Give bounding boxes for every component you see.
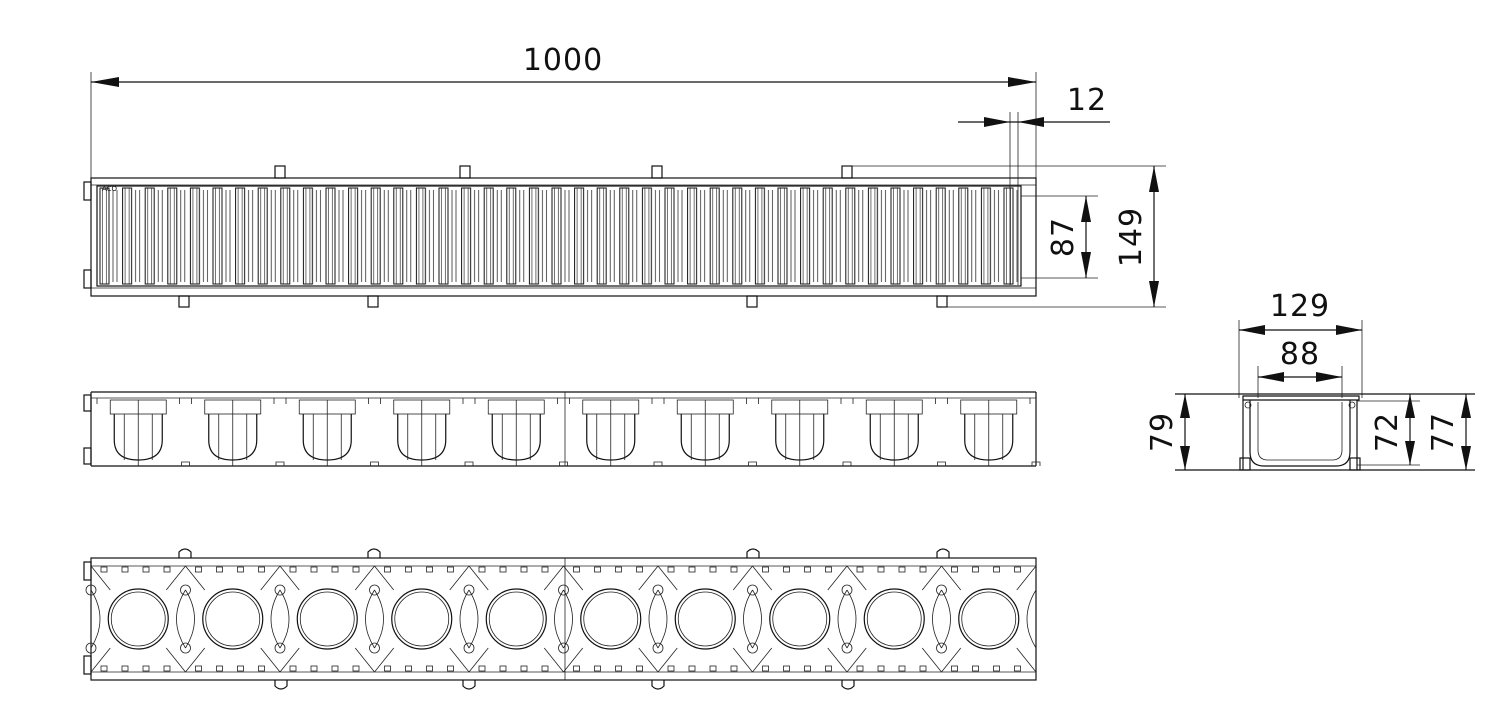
side-modules: [96, 398, 1041, 466]
dim-section-height-inner: 72: [1370, 412, 1405, 452]
top-view: ACO: [83, 72, 1166, 308]
channel-outline-top: [90, 177, 1037, 297]
side-view: [83, 391, 1041, 467]
cross-section: [1175, 320, 1475, 471]
grate-logo-text: ACO: [102, 185, 118, 193]
section-channel: [1249, 400, 1351, 467]
section-grate: [1242, 395, 1360, 401]
grate-slots: [99, 186, 1019, 286]
dim-total-length: 1000: [523, 43, 603, 78]
dim-grate-opening: 87: [1046, 217, 1081, 257]
dim-end-offset: 12: [1067, 83, 1107, 118]
dim-section-outer: 129: [1270, 289, 1330, 324]
dim-section-inner: 88: [1280, 337, 1320, 372]
dim-section-height-left: 79: [1145, 412, 1180, 452]
bottom-view: [83, 548, 1037, 690]
dim-section-height-right: 77: [1426, 412, 1461, 452]
bottom-modules: [85, 565, 1037, 673]
dim-overall-width: 149: [1114, 207, 1149, 267]
